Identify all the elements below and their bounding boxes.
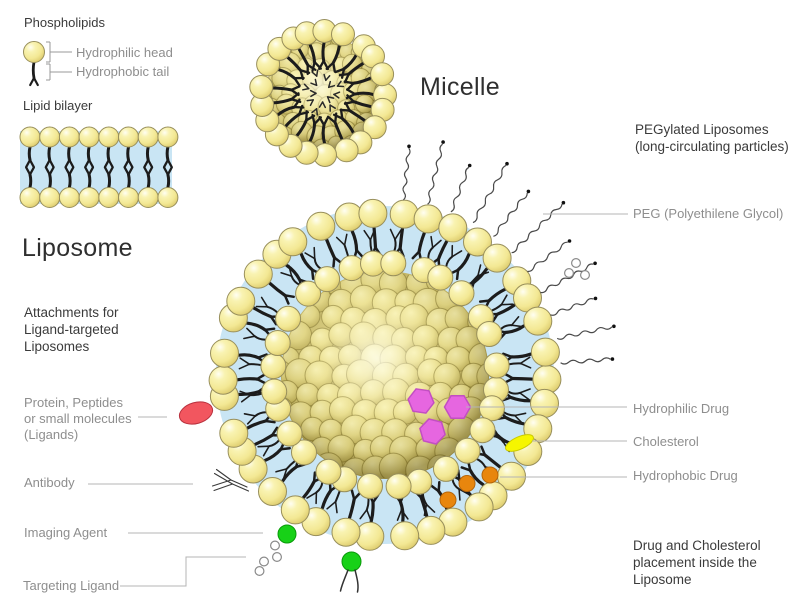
- antibody-label: Antibody: [24, 475, 75, 490]
- lipid-bilayer-illustration: [19, 126, 179, 208]
- hydrophobic-drug-label: Hydrophobic Drug: [633, 468, 738, 483]
- attachments-heading: Attachments for Ligand-targeted Liposome…: [24, 305, 119, 354]
- peg-chains: [402, 140, 616, 365]
- hydrophilic-drug-label: Hydrophilic Drug: [633, 401, 730, 416]
- micelle-title: Micelle: [420, 73, 500, 101]
- peg-label: PEG (Polyethilene Glycol): [633, 206, 784, 221]
- pegylated-heading: PEGylated Liposomes (long-circulating pa…: [635, 122, 789, 154]
- imaging-agent-label: Imaging Agent: [24, 525, 108, 540]
- phospholipid-icon: [23, 41, 45, 87]
- phospholipids-label: Phospholipids: [24, 15, 105, 30]
- targeting-ligand-label: Targeting Ligand: [23, 578, 120, 593]
- drug-placement-note: Drug and Cholesterol placement inside th…: [633, 538, 761, 587]
- protein-ligand-label: Protein, Peptides or small molecules (Li…: [24, 395, 132, 442]
- hydrophobic-tail-label: Hydrophobic tail: [76, 64, 170, 79]
- drug-molecules: [407, 388, 534, 509]
- hydrophilic-head-label: Hydrophilic head: [76, 45, 173, 60]
- cholesterol-label: Cholesterol: [633, 434, 699, 449]
- legend-bracket-lines: [46, 41, 72, 81]
- micelle-illustration: [249, 19, 397, 167]
- liposome-illustration: [208, 198, 562, 551]
- liposome-title: Liposome: [22, 234, 133, 262]
- attachment-icons: [178, 401, 362, 593]
- lipid-bilayer-label: Lipid bilayer: [23, 98, 93, 113]
- leader-lines: [88, 213, 628, 587]
